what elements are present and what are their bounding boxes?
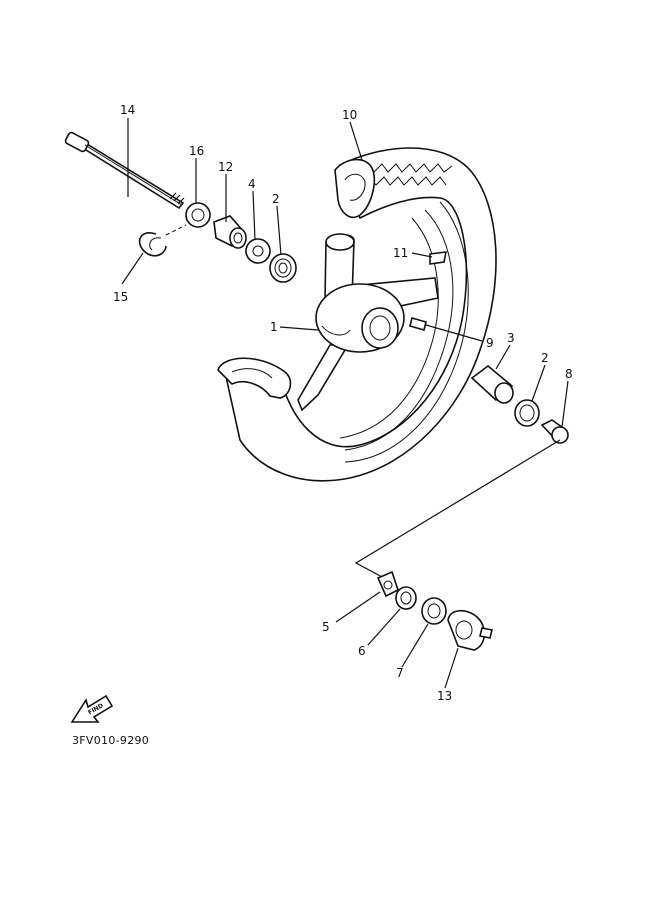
speedometer-gear-unit[interactable] xyxy=(447,609,493,651)
callout-6: 6 xyxy=(358,644,366,658)
meter-clutch[interactable] xyxy=(376,570,399,598)
spacer[interactable] xyxy=(245,238,271,264)
bearing-right[interactable] xyxy=(514,399,540,427)
callout-7: 7 xyxy=(396,666,404,680)
speedometer-gear-ring[interactable] xyxy=(395,586,417,610)
callout-13: 13 xyxy=(437,689,452,703)
callout-10: 10 xyxy=(342,108,357,122)
callout-2-left: 2 xyxy=(272,192,280,206)
callout-14: 14 xyxy=(120,103,135,117)
oil-seal[interactable] xyxy=(185,202,211,228)
callout-5: 5 xyxy=(322,620,330,634)
callout-2-right: 2 xyxy=(541,351,549,365)
callout-15: 15 xyxy=(113,290,128,304)
speedometer-oil-seal[interactable] xyxy=(421,597,447,625)
collar-right[interactable] xyxy=(540,419,569,444)
callout-1: 1 xyxy=(270,320,278,334)
callout-3: 3 xyxy=(507,331,515,345)
callout-11: 11 xyxy=(393,246,408,260)
front-wheel[interactable] xyxy=(217,147,497,482)
callout-8: 8 xyxy=(565,367,573,381)
circlip[interactable] xyxy=(138,232,167,257)
callout-leaders xyxy=(121,118,569,689)
callout-12: 12 xyxy=(218,160,233,174)
callout-4: 4 xyxy=(248,177,256,191)
spacer-collar[interactable] xyxy=(470,364,514,404)
collar[interactable] xyxy=(213,215,247,249)
front-wheel-axle[interactable] xyxy=(64,131,185,210)
bearing-left[interactable] xyxy=(269,253,297,283)
drawing-code: 3FV010-9290 xyxy=(72,734,150,747)
callout-16: 16 xyxy=(189,144,204,158)
callout-9: 9 xyxy=(486,336,494,350)
find-arrow-icon: FIND xyxy=(70,694,114,723)
